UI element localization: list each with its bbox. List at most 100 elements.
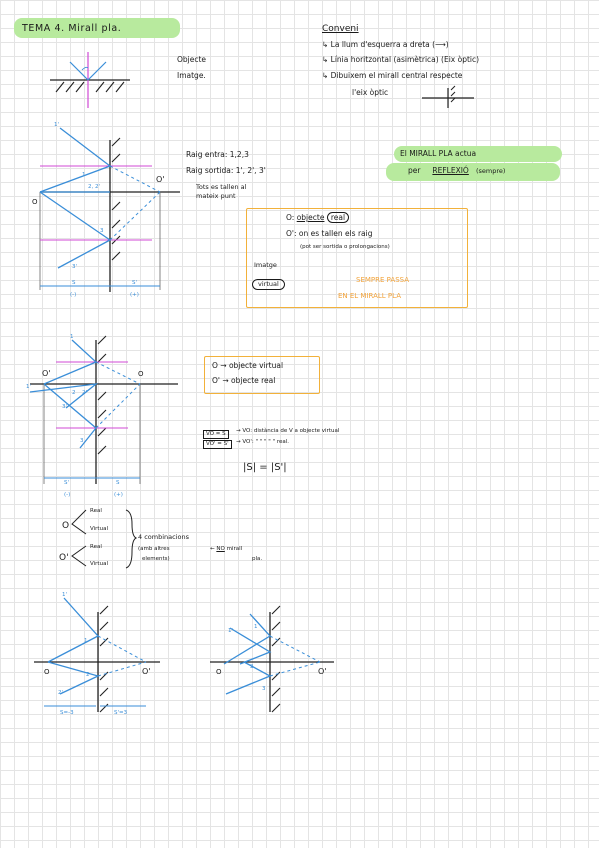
box-op-line: O': on es tallen els raig <box>286 230 373 238</box>
reflexio-per: per <box>408 166 421 175</box>
d3-o: O <box>44 668 50 676</box>
convention-axis-mini <box>422 85 474 108</box>
combo-op: O' <box>59 553 69 563</box>
combo-o-virtual: Virtual <box>90 526 108 532</box>
diagram-1 <box>39 127 180 292</box>
d2-sneg: (-) <box>64 492 71 498</box>
convention-header: Conveni <box>322 24 359 34</box>
d1-sp: S' <box>132 280 138 286</box>
convention-rule-2: ↳ Línia horitzontal (asimètrica) (Eix òp… <box>322 55 480 64</box>
diagram-4 <box>210 605 334 713</box>
combo-others-2: elements) <box>142 556 170 562</box>
distance-equation: |S| = |S'| <box>243 462 287 473</box>
d2-op: O' <box>42 369 51 378</box>
box2-line-1: O → objecte virtual <box>212 361 284 370</box>
box-virtual: virtual <box>252 279 285 290</box>
combo-no-word: NO <box>216 546 225 552</box>
convention-rule-3: ↳ Dibuixem el mirall central respecte <box>322 71 463 80</box>
combo-o-real: Real <box>90 508 102 514</box>
combo-no-pla: pla. <box>252 556 263 562</box>
combo-braces <box>71 509 138 569</box>
d2-s: S' <box>64 480 70 486</box>
convention-rule-cont: l'eix òptic <box>352 88 389 97</box>
title-highlight <box>14 18 180 38</box>
reflexio-highlight-2 <box>386 163 560 181</box>
d1-r3p: 3' <box>72 264 78 270</box>
diagram-3 <box>34 597 160 713</box>
d4-r1: 1 <box>254 624 258 630</box>
reflexio-word: REFLEXIÓ <box>432 166 469 175</box>
definition-box <box>246 208 468 308</box>
d3-r1p: 1' <box>62 592 68 598</box>
d2-o: O <box>138 370 144 378</box>
combo-count: 4 combinacions <box>138 533 189 541</box>
reflexio-line-1-text: El MIRALL PLA actua <box>400 149 477 158</box>
combo-others-1: (amb altres <box>138 546 170 552</box>
d3-sp: S'=3 <box>114 710 128 716</box>
d1-r1p: 1' <box>54 122 60 128</box>
reflexio-line-1: El MIRALL PLA actua <box>400 150 476 158</box>
box-op-sub: (pot ser sortida o prolongacions) <box>300 244 390 250</box>
d2-sp: S <box>116 480 120 486</box>
d1-sneg: (-) <box>70 292 77 298</box>
rays-in: Raig entra: 1,2,3 <box>186 150 249 159</box>
rays-out: Raig sortida: 1', 2', 3' <box>186 166 266 175</box>
combo-o: O <box>62 521 70 531</box>
d3-s: S=-3 <box>60 710 74 716</box>
rays-meet-2: mateix punt <box>196 192 236 200</box>
d2-r3p: 3' <box>62 404 68 410</box>
d3-r1: 1 <box>84 638 88 644</box>
combo-op-virtual: Virtual <box>90 561 108 567</box>
box-always-2: EN EL MIRALL PLA <box>338 292 401 300</box>
d1-o: O <box>32 198 38 206</box>
distance-text-2: → VO': " " " " " real. <box>236 439 290 445</box>
convention-rule-1: ↳ La llum d'esquerra a dreta (⟶) <box>322 40 449 49</box>
distance-sym-1: VO = S <box>203 430 229 439</box>
d4-o: O <box>216 668 222 676</box>
box2-line-2: O' → objecte real <box>212 376 276 385</box>
reflexio-highlight-1 <box>394 146 562 162</box>
rays-meet-1: Tots es tallen al <box>196 183 247 191</box>
d2-r3: 3 <box>80 438 84 444</box>
d1-spos: (+) <box>130 292 139 298</box>
d4-r1p: 1' <box>228 628 234 634</box>
box-always-1: SEMPRE PASSA <box>356 276 410 284</box>
d3-r2p: 2' <box>58 690 64 696</box>
distance-sym-2: VO' = S' <box>203 440 232 449</box>
box-o-real: real <box>326 212 350 223</box>
d2-r1p: 1' <box>26 384 32 390</box>
box-o-text: objecte <box>296 213 325 222</box>
combo-op-real: Real <box>90 544 102 550</box>
d3-r2: 2 <box>86 672 90 678</box>
d1-op: O' <box>156 175 165 184</box>
diagram-2 <box>29 335 178 484</box>
d1-s: S <box>72 280 76 286</box>
combo-no: ← NO mirall <box>210 546 243 552</box>
d2-spos: (+) <box>114 492 123 498</box>
d3-op: O' <box>142 667 151 676</box>
box-imatge: Imatge <box>254 261 277 269</box>
d4-op: O' <box>318 667 327 676</box>
page-title: TEMA 4. Mirall pla. <box>22 23 122 34</box>
combo-no-mirall: mirall <box>226 546 243 552</box>
d1-r3: 3 <box>100 228 104 234</box>
legend-object: Objecte <box>177 55 207 64</box>
box-o-line: O: objecte real <box>286 212 350 223</box>
distance-text-1: → VO: distància de V a objecte virtual <box>236 428 340 434</box>
legend-mirror-diagram <box>50 52 130 108</box>
box-op-label: O': <box>286 229 297 238</box>
reflexio-line-2: per REFLEXIÓ (sempre) <box>408 166 506 176</box>
legend-image: Imatge. <box>177 71 206 80</box>
box-o-label: O: <box>286 213 295 222</box>
d2-r2: 2 <box>72 390 76 396</box>
d4-r3: 3 <box>262 686 266 692</box>
d1-r23: 2, 2' <box>88 184 101 190</box>
d2-r1: 1 <box>70 334 74 340</box>
d4-r2: 2 <box>250 664 254 670</box>
box-op-text: on es tallen els raig <box>298 229 373 238</box>
virtual-object-box <box>204 356 320 394</box>
reflexio-always: (sempre) <box>475 167 506 175</box>
d2-r2p: 2' <box>82 390 88 396</box>
d1-r1: 1 <box>82 172 86 178</box>
